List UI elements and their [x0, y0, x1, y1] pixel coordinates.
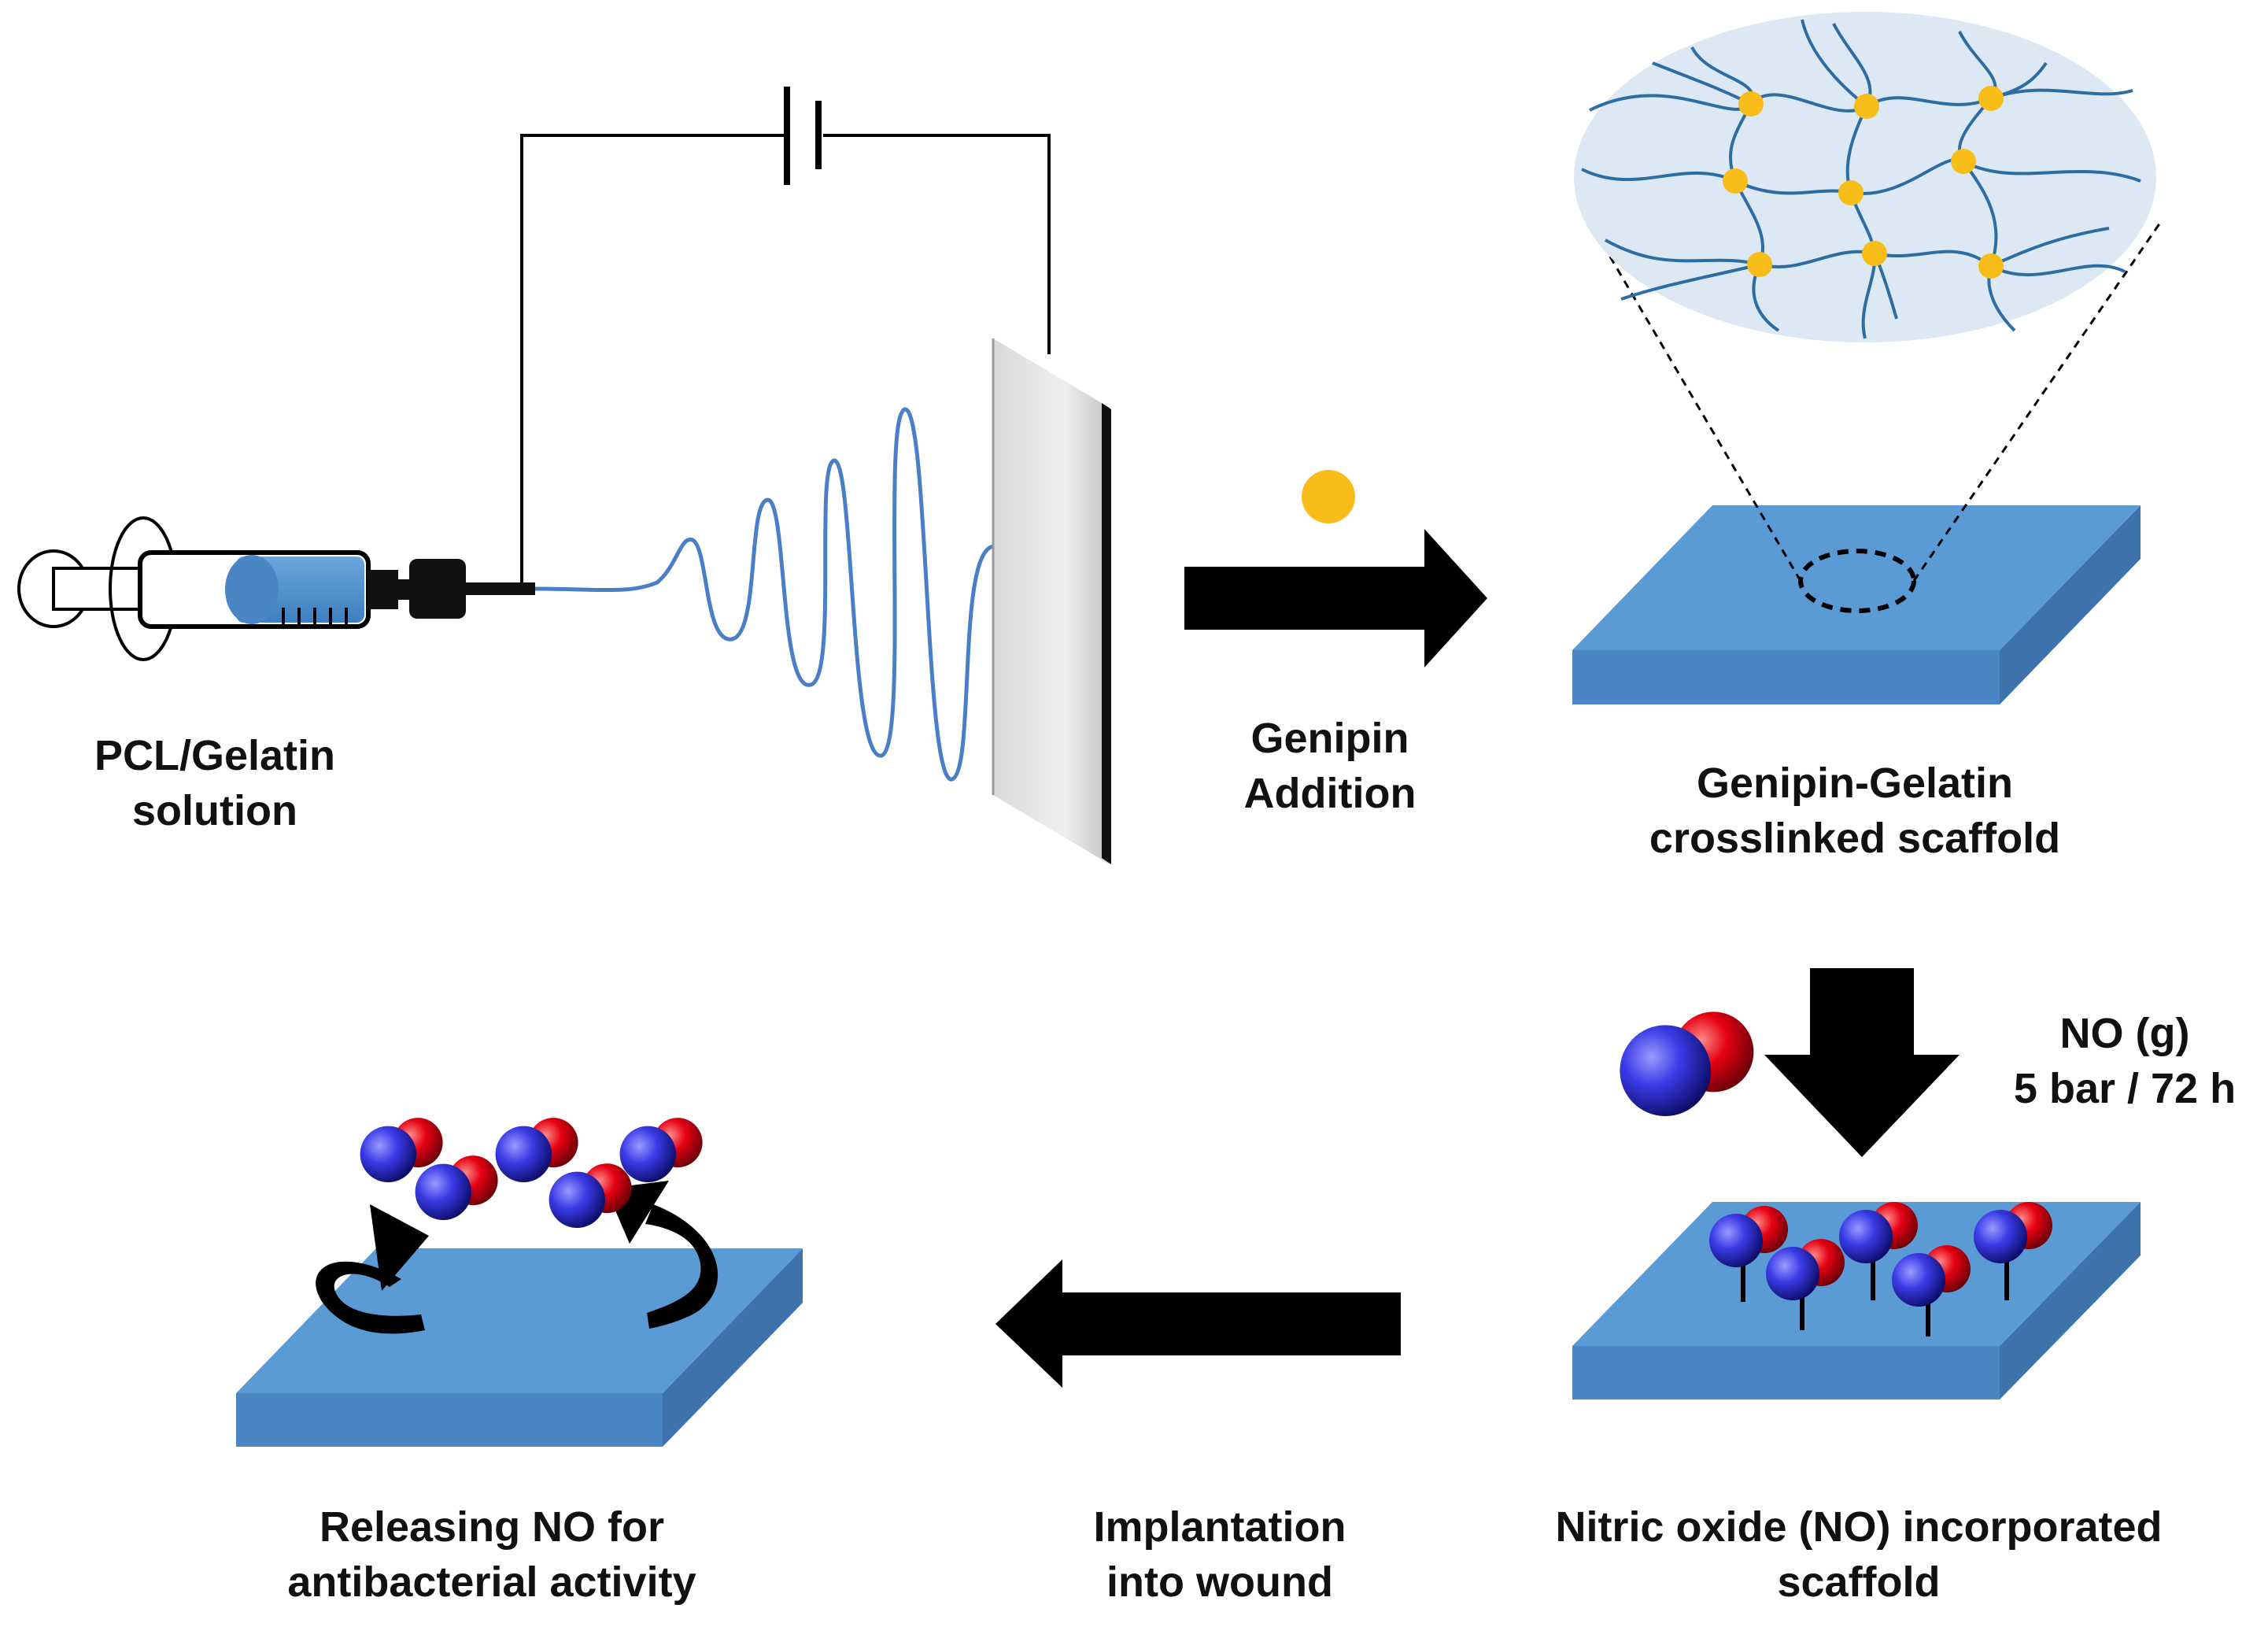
syringe-icon: [17, 516, 535, 661]
release-arrow-left: [316, 1204, 429, 1334]
label-line: 5 bar / 72 h: [2013, 1065, 2237, 1112]
label-genipin-addition: Genipin Addition: [1244, 711, 1417, 821]
label-crosslinked-scaffold: Genipin-Gelatin crosslinked scaffold: [1649, 756, 2060, 866]
polymer-jet: [534, 407, 1044, 782]
label-line: Addition: [1243, 770, 1417, 817]
label-line: solution: [132, 787, 297, 834]
crosslinked-scaffold: [1572, 505, 2141, 704]
label-implantation: Implantation into wound: [1094, 1499, 1346, 1610]
label-line: Implantation: [1093, 1503, 1346, 1551]
label-line: Genipin-Gelatin: [1696, 760, 2014, 807]
circuit-wire: [520, 134, 1051, 586]
arrow-left: [995, 1259, 1401, 1388]
label-line: Genipin: [1250, 715, 1409, 762]
no-molecule-icon: [1620, 1011, 1754, 1116]
label-line: NO (g): [2059, 1010, 2190, 1057]
arrow-down: [1764, 968, 1960, 1157]
label-line: crosslinked scaffold: [1649, 815, 2061, 862]
label-line: Releasing NO for: [319, 1503, 665, 1551]
label-pcl-gelatin: PCL/Gelatin solution: [94, 728, 335, 838]
label-line: antibacterial activity: [287, 1559, 696, 1606]
collector-plate-icon: [992, 338, 1111, 864]
label-no-gas: NO (g) 5 bar / 72 h: [2014, 1006, 2236, 1116]
label-no-scaffold: Nitric oxide (NO) incorporated scaffold: [1555, 1499, 2162, 1610]
zoom-lines: [1583, 212, 2162, 582]
fiber-network-icon: [1574, 12, 2156, 342]
battery-icon: [784, 87, 822, 185]
releasing-scaffold: [236, 1248, 803, 1447]
label-line: PCL/Gelatin: [94, 732, 336, 779]
label-line: scaffold: [1777, 1559, 1941, 1606]
genipin-dot-icon: [1302, 470, 1355, 523]
label-line: into wound: [1106, 1559, 1333, 1606]
no-incorporated-scaffold: [1572, 1202, 2141, 1400]
label-releasing: Releasing NO for antibacterial activity: [287, 1499, 696, 1610]
label-line: Nitric oxide (NO) incorporated: [1555, 1503, 2163, 1551]
arrow-right: [1184, 529, 1487, 667]
